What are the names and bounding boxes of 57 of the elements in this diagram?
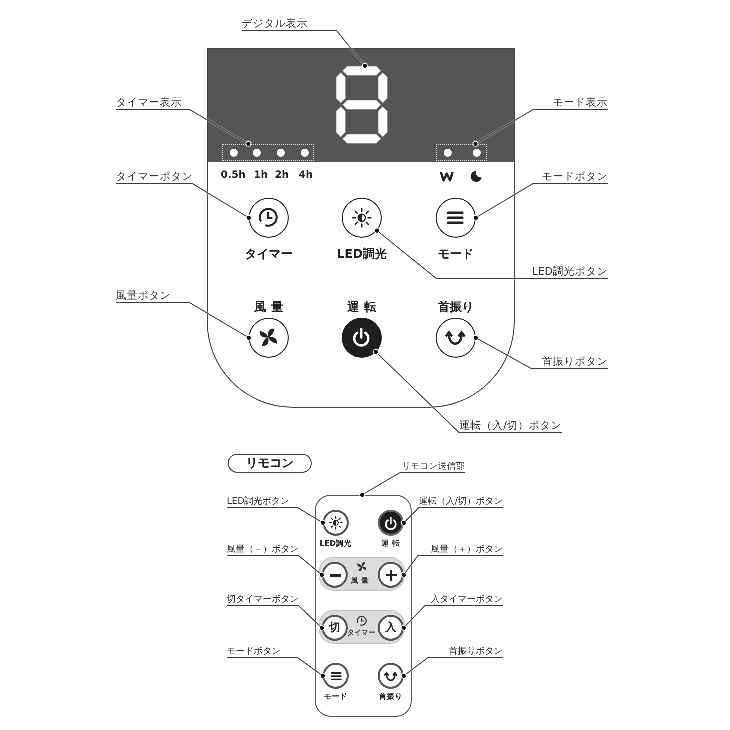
timer-duration-label: 4h (299, 170, 314, 182)
button-label: モード (438, 247, 474, 262)
leader-line (473, 184, 608, 221)
callout-label: タイマーボタン (116, 170, 193, 184)
control-panel (207, 48, 515, 408)
callout-label: モードボタン (542, 170, 608, 184)
leader-line (373, 349, 562, 434)
leader-line (473, 335, 608, 370)
leader-line (226, 658, 326, 679)
leader-line (401, 508, 504, 526)
callout-label: 運転（入/切）ボタン (418, 496, 503, 508)
mode-indicator-lights (436, 144, 487, 161)
callout-label: リモコン送信部 (402, 462, 465, 473)
remote-control (315, 495, 412, 717)
button-label: 運転 (346, 300, 382, 314)
timer-duration-label: 2h (275, 170, 290, 182)
fan-up-button (378, 562, 404, 588)
button-label: 首振り (438, 300, 474, 314)
on-timer-button: 入 (378, 615, 404, 641)
timer-duration-label: 1h (254, 170, 268, 182)
leader-line (242, 30, 368, 69)
seven-segment-digit (336, 66, 388, 144)
callout-label: 風量ボタン (116, 290, 171, 303)
leader-line (116, 302, 252, 341)
leader-line (116, 184, 252, 221)
callout-label: 切タイマーボタン (227, 594, 299, 606)
timer-rocker (319, 610, 405, 644)
callout-label: LED調光ボタン (227, 496, 290, 508)
leader-line (226, 508, 326, 526)
button-label: タイマー (245, 247, 293, 262)
callout-label: 首振りボタン (449, 646, 503, 658)
callout-label: 入タイマーボタン (431, 594, 503, 606)
callout-label: 風量（＋）ボタン (431, 544, 503, 556)
fan-speed-rocker (319, 557, 405, 591)
button-label: LED調光 (337, 247, 387, 262)
leader-line (401, 606, 504, 631)
timer-duration-label: 0.5h (221, 170, 246, 182)
leader-line (401, 658, 504, 679)
leader-line (226, 556, 325, 578)
leader-line (360, 472, 466, 498)
callout-label: 首振りボタン (542, 356, 608, 369)
callout-label: LED調光ボタン (532, 266, 608, 279)
section-heading: リモコン (228, 454, 312, 473)
leader-line (116, 110, 252, 147)
callout-label: モードボタン (227, 646, 281, 658)
callout-label: タイマー表示 (116, 96, 182, 110)
leader-line (473, 110, 608, 147)
callout-label: デジタル表示 (242, 18, 308, 31)
callout-label: 運転（入/切）ボタン (459, 420, 562, 433)
callout-label: モード表示 (553, 96, 608, 110)
callout-label: 風量（－）ボタン (227, 544, 299, 556)
leader-line (401, 556, 504, 578)
leader-line (226, 606, 325, 631)
leader-line (374, 228, 608, 280)
off-timer-button: 切 (322, 615, 348, 641)
fan-down-button (322, 562, 348, 588)
button-label: 風量 (254, 300, 288, 314)
